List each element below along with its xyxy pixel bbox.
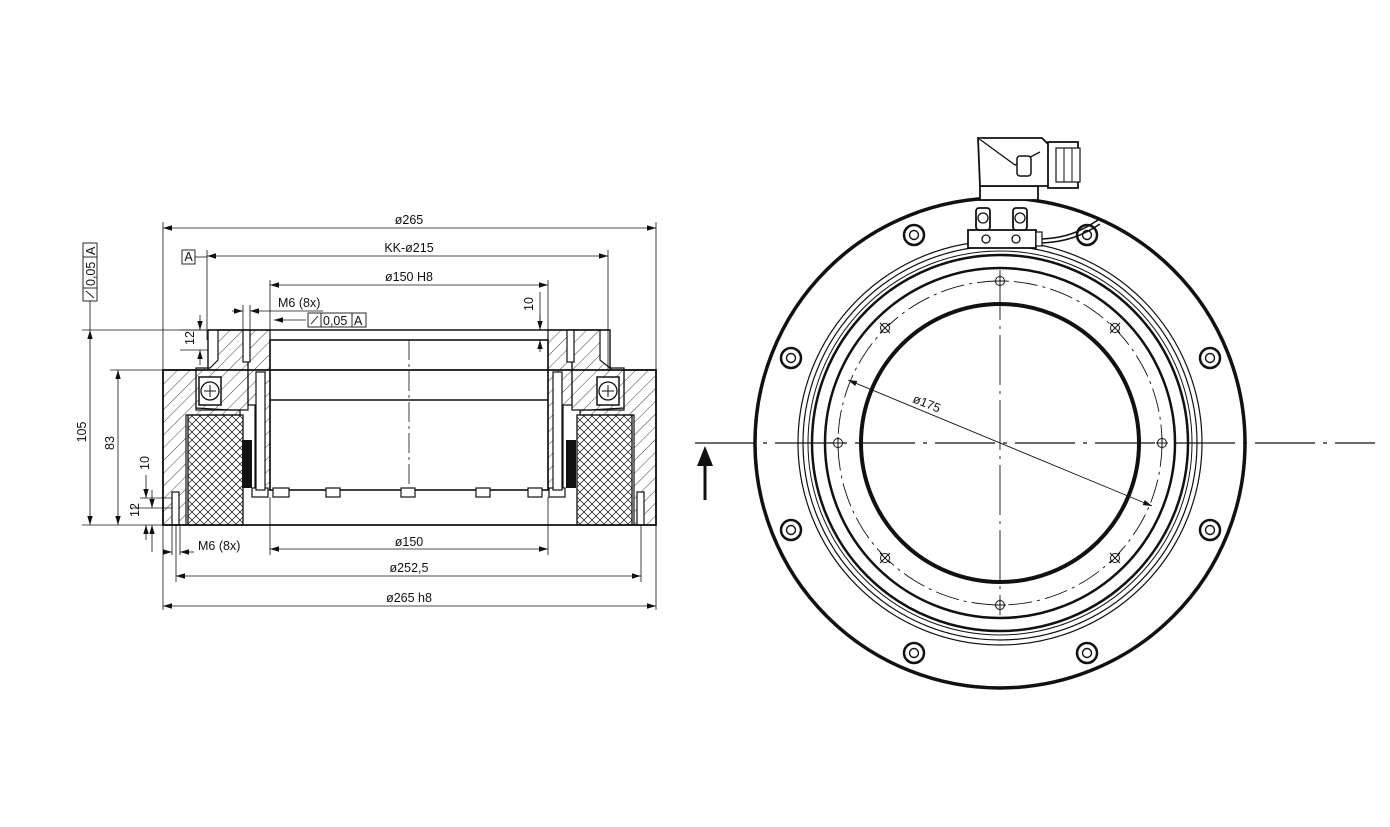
tolerance-frame-top: 0,05 A (307, 312, 367, 328)
bearing-left (198, 376, 222, 406)
dim-10-top: 10 (522, 297, 536, 311)
bolt-holes-inner (832, 275, 1168, 611)
dim-d150: ø150 (395, 535, 424, 549)
tolerance-frame-left: 0,05 A (82, 242, 98, 302)
tol-top-value: 0,05 (323, 314, 347, 328)
tol-left-value: 0,05 (84, 262, 98, 286)
connector-icon (967, 137, 1101, 249)
stator-coil-left (187, 414, 244, 526)
screw-left (255, 371, 266, 491)
dimension-lines (82, 222, 657, 610)
dim-m6-bottom: M6 (8x) (198, 539, 240, 553)
dim-d150h8: ø150 H8 (385, 270, 433, 284)
bearing-right (596, 376, 620, 406)
front-view: ø175 (695, 137, 1375, 690)
stator-coil-right (576, 414, 633, 526)
dim-10-small: 10 (138, 456, 152, 470)
dim-m6-top: M6 (8x) (278, 296, 320, 310)
magnet-left (242, 440, 252, 488)
view-arrow-icon (697, 446, 713, 500)
bore (251, 339, 566, 498)
datum-a-box: A (181, 249, 207, 265)
dim-d175: ø175 (911, 392, 943, 416)
mounting-holes-outer (779, 223, 1222, 665)
dim-d252-5: ø252,5 (390, 561, 429, 575)
tap-left (242, 329, 251, 363)
dim-83: 83 (103, 436, 117, 450)
dim-12-top: 12 (183, 331, 197, 345)
dim-105: 105 (75, 422, 89, 443)
datum-box-label: A (184, 250, 193, 264)
runout-icon (85, 290, 95, 299)
dim-12-small: 12 (128, 503, 142, 517)
dim-d265: ø265 (395, 213, 424, 227)
dim-d265h8: ø265 h8 (386, 591, 432, 605)
bottom-tap-left (171, 491, 180, 526)
section-view: ø265 KK-ø215 ø150 H8 M6 (8x) 0,05 A 10 1… (75, 213, 657, 610)
magnet-right (566, 440, 576, 488)
dim-kk215: KK-ø215 (384, 241, 433, 255)
screw-right (552, 371, 563, 491)
tol-left-datum: A (84, 246, 98, 255)
tol-top-datum: A (354, 314, 363, 328)
runout-icon (310, 315, 319, 325)
bottom-tap-right (636, 491, 645, 526)
tap-right (566, 329, 575, 363)
